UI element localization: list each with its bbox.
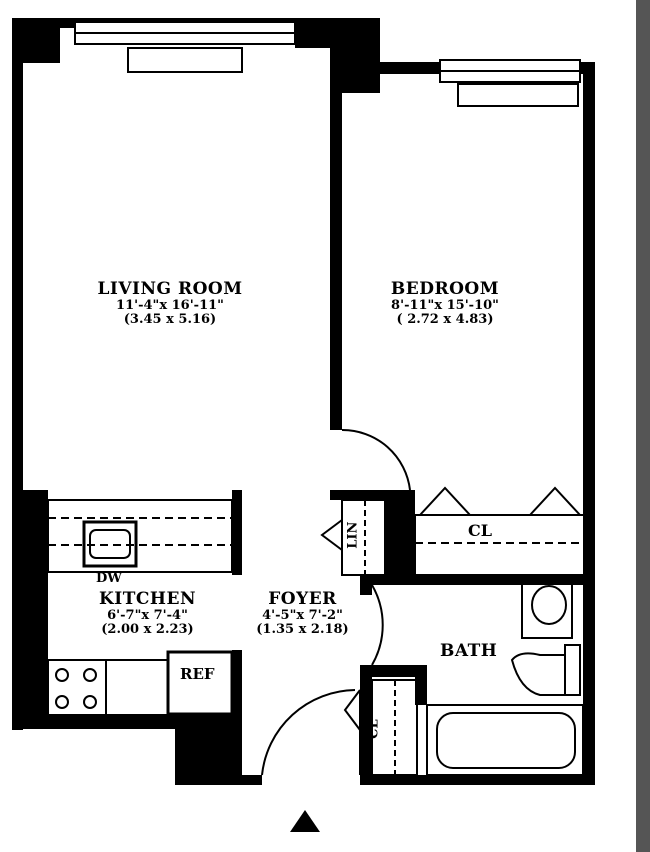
bath-name: BATH: [440, 641, 498, 661]
living-room-label: LIVING ROOM 11'-4"x 16'-11" (3.45 x 5.16…: [80, 280, 260, 327]
kitchen-label: KITCHEN 6'-7"x 7'-4" (2.00 x 2.23): [85, 590, 210, 637]
living-room-imperial: 11'-4"x 16'-11": [116, 297, 224, 313]
refrigerator-label: REF: [180, 665, 215, 683]
dishwasher-label: DW: [96, 571, 122, 586]
bedroom-closet-label: CL: [468, 521, 492, 540]
living-room-name: LIVING ROOM: [97, 279, 243, 299]
bedroom-imperial: 8'-11"x 15'-10": [391, 297, 499, 313]
living-room-metric: (3.45 x 5.16): [123, 311, 217, 327]
foyer-imperial: 4'-5"x 7'-2": [262, 607, 343, 623]
scan-edge: [636, 0, 650, 852]
bedroom-label: BEDROOM 8'-11"x 15'-10" ( 2.72 x 4.83): [380, 280, 510, 327]
bedroom-metric: ( 2.72 x 4.83): [396, 311, 494, 327]
fixtures-lines: [47, 21, 586, 776]
foyer-label: FOYER 4'-5"x 7'-2" (1.35 x 2.18): [245, 590, 360, 637]
bedroom-name: BEDROOM: [390, 279, 500, 299]
foyer-closet-label: CL: [366, 719, 382, 739]
foyer-metric: (1.35 x 2.18): [256, 621, 349, 637]
foyer-name: FOYER: [268, 589, 337, 609]
kitchen-name: KITCHEN: [99, 589, 196, 609]
kitchen-metric: (2.00 x 2.23): [101, 621, 194, 637]
walls: [12, 18, 595, 785]
linen-closet-label: LIN: [345, 521, 361, 549]
north-arrow-icon: [290, 810, 320, 832]
kitchen-imperial: 6'-7"x 7'-4": [107, 607, 188, 623]
